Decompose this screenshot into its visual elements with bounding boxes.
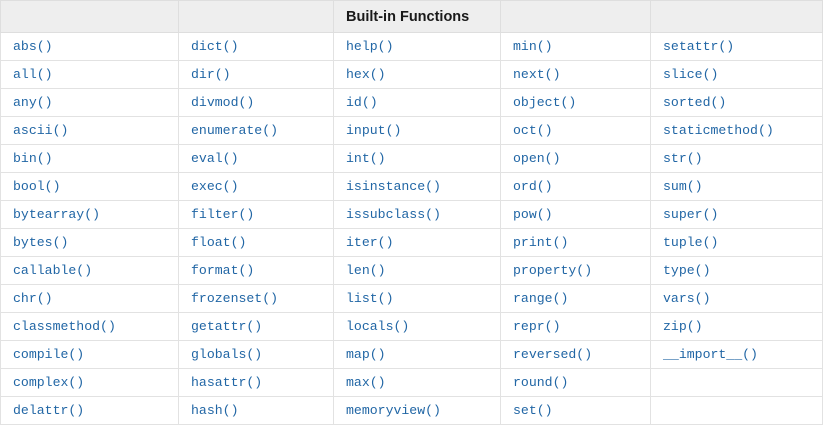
function-cell[interactable]: hasattr()	[178, 368, 334, 397]
function-cell[interactable]: any()	[0, 88, 179, 117]
function-cell[interactable]: ascii()	[0, 116, 179, 145]
function-cell[interactable]: str()	[650, 144, 823, 173]
function-cell[interactable]: min()	[500, 32, 651, 61]
function-cell[interactable]: tuple()	[650, 228, 823, 257]
function-cell[interactable]: globals()	[178, 340, 334, 369]
table-row: ascii()enumerate()input()oct()staticmeth…	[0, 116, 823, 145]
function-cell[interactable]: isinstance()	[333, 172, 501, 201]
function-cell[interactable]: format()	[178, 256, 334, 285]
function-cell[interactable]: input()	[333, 116, 501, 145]
function-cell[interactable]: abs()	[0, 32, 179, 61]
table-title: Built-in Functions	[333, 0, 501, 33]
function-cell[interactable]: bytes()	[0, 228, 179, 257]
header-cell-4	[500, 0, 651, 33]
table-row: all()dir()hex()next()slice()	[0, 60, 823, 89]
function-cell[interactable]: property()	[500, 256, 651, 285]
table-row: bytes()float()iter()print()tuple()	[0, 228, 823, 257]
table-row: any()divmod()id()object()sorted()	[0, 88, 823, 117]
header-cell-2	[178, 0, 334, 33]
function-cell[interactable]: map()	[333, 340, 501, 369]
function-cell[interactable]: help()	[333, 32, 501, 61]
table-header: Built-in Functions	[0, 0, 823, 33]
function-cell[interactable]: sorted()	[650, 88, 823, 117]
function-cell[interactable]: __import__()	[650, 340, 823, 369]
function-cell[interactable]: id()	[333, 88, 501, 117]
table-row: callable()format()len()property()type()	[0, 256, 823, 285]
table-body: abs()dict()help()min()setattr()all()dir(…	[0, 32, 823, 425]
function-cell[interactable]: issubclass()	[333, 200, 501, 229]
function-cell[interactable]: reversed()	[500, 340, 651, 369]
function-cell[interactable]: classmethod()	[0, 312, 179, 341]
function-cell[interactable]: complex()	[0, 368, 179, 397]
function-cell[interactable]: memoryview()	[333, 396, 501, 425]
function-cell[interactable]: super()	[650, 200, 823, 229]
table-row: compile()globals()map()reversed()__impor…	[0, 340, 823, 369]
table-header-row: Built-in Functions	[0, 0, 823, 33]
function-cell[interactable]: hash()	[178, 396, 334, 425]
function-cell[interactable]: next()	[500, 60, 651, 89]
function-cell[interactable]: bool()	[0, 172, 179, 201]
table-row: bytearray()filter()issubclass()pow()supe…	[0, 200, 823, 229]
function-cell[interactable]: bytearray()	[0, 200, 179, 229]
function-cell[interactable]: slice()	[650, 60, 823, 89]
function-cell[interactable]: setattr()	[650, 32, 823, 61]
function-cell[interactable]: range()	[500, 284, 651, 313]
function-cell[interactable]: bin()	[0, 144, 179, 173]
table-row: chr()frozenset()list()range()vars()	[0, 284, 823, 313]
function-cell[interactable]: list()	[333, 284, 501, 313]
function-cell[interactable]: callable()	[0, 256, 179, 285]
function-cell[interactable]: pow()	[500, 200, 651, 229]
table-row: bool()exec()isinstance()ord()sum()	[0, 172, 823, 201]
function-cell[interactable]: round()	[500, 368, 651, 397]
function-cell[interactable]: object()	[500, 88, 651, 117]
function-cell[interactable]: zip()	[650, 312, 823, 341]
function-cell[interactable]: len()	[333, 256, 501, 285]
header-cell-5	[650, 0, 823, 33]
function-cell[interactable]: type()	[650, 256, 823, 285]
function-cell[interactable]: exec()	[178, 172, 334, 201]
table-row: abs()dict()help()min()setattr()	[0, 32, 823, 61]
function-cell[interactable]: delattr()	[0, 396, 179, 425]
function-cell[interactable]: getattr()	[178, 312, 334, 341]
function-cell[interactable]: enumerate()	[178, 116, 334, 145]
function-cell-empty	[650, 396, 823, 425]
function-cell[interactable]: float()	[178, 228, 334, 257]
function-cell[interactable]: ord()	[500, 172, 651, 201]
table-row: delattr()hash()memoryview()set()	[0, 396, 823, 425]
function-cell[interactable]: max()	[333, 368, 501, 397]
function-cell[interactable]: dir()	[178, 60, 334, 89]
table-row: bin()eval()int()open()str()	[0, 144, 823, 173]
function-cell[interactable]: int()	[333, 144, 501, 173]
function-cell[interactable]: sum()	[650, 172, 823, 201]
table-row: complex()hasattr()max()round()	[0, 368, 823, 397]
table-row: classmethod()getattr()locals()repr()zip(…	[0, 312, 823, 341]
function-cell[interactable]: print()	[500, 228, 651, 257]
function-cell[interactable]: iter()	[333, 228, 501, 257]
function-cell[interactable]: open()	[500, 144, 651, 173]
function-cell-empty	[650, 368, 823, 397]
function-cell[interactable]: eval()	[178, 144, 334, 173]
function-cell[interactable]: vars()	[650, 284, 823, 313]
function-cell[interactable]: hex()	[333, 60, 501, 89]
function-cell[interactable]: compile()	[0, 340, 179, 369]
function-cell[interactable]: oct()	[500, 116, 651, 145]
function-cell[interactable]: chr()	[0, 284, 179, 313]
function-cell[interactable]: divmod()	[178, 88, 334, 117]
function-cell[interactable]: filter()	[178, 200, 334, 229]
function-cell[interactable]: locals()	[333, 312, 501, 341]
function-cell[interactable]: dict()	[178, 32, 334, 61]
function-cell[interactable]: all()	[0, 60, 179, 89]
function-cell[interactable]: repr()	[500, 312, 651, 341]
function-cell[interactable]: staticmethod()	[650, 116, 823, 145]
function-cell[interactable]: set()	[500, 396, 651, 425]
header-cell-1	[0, 0, 179, 33]
function-cell[interactable]: frozenset()	[178, 284, 334, 313]
